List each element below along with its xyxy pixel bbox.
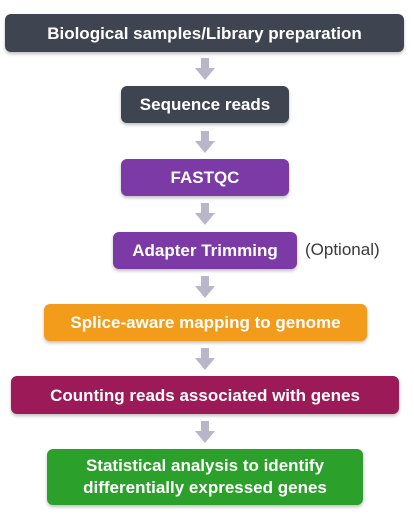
arrow-down-icon (195, 58, 215, 80)
step-statistical-analysis: Statistical analysis to identify differe… (47, 449, 363, 505)
arrow-down-icon (195, 131, 215, 153)
optional-note: (Optional) (305, 240, 380, 259)
arrow-down-icon (195, 348, 215, 370)
step-counting-reads: Counting reads associated with genes (11, 376, 399, 414)
step-adapter-trimming: Adapter Trimming (113, 232, 297, 269)
step-library-preparation: Biological samples/Library preparation (5, 14, 404, 52)
arrow-down-icon (195, 421, 215, 443)
arrow-down-icon (195, 203, 215, 225)
step-fastqc: FASTQC (121, 159, 289, 196)
arrow-down-icon (195, 276, 215, 298)
step-splice-aware-mapping: Splice-aware mapping to genome (44, 304, 367, 341)
step-sequence-reads: Sequence reads (121, 86, 289, 123)
